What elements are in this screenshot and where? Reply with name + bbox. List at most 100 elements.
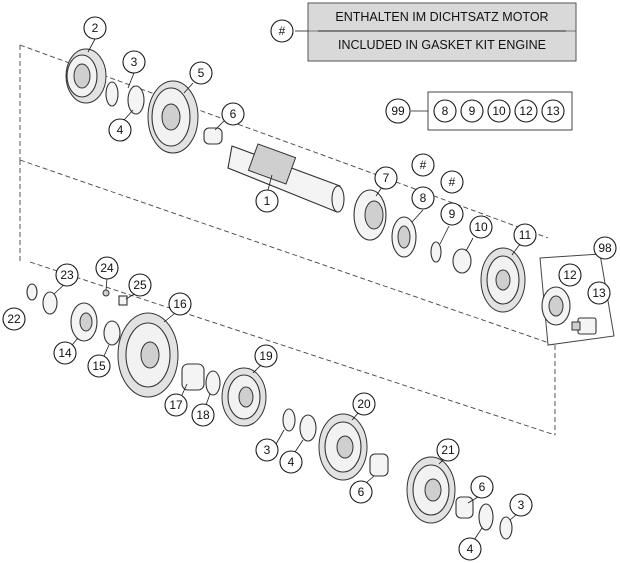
callout-22: 22 bbox=[2, 307, 26, 331]
callout-17: 17 bbox=[164, 393, 188, 417]
washer-lower-3-part bbox=[282, 408, 296, 432]
kit-98-group: 98 12 13 bbox=[539, 236, 617, 346]
svg-text:1: 1 bbox=[264, 194, 271, 208]
callout-11: 11 bbox=[513, 223, 537, 247]
gear-19-part bbox=[221, 367, 267, 427]
needle-bearing-17-part bbox=[181, 363, 205, 391]
callout-4: 4 bbox=[108, 118, 132, 142]
frame-lower-edge bbox=[29, 261, 556, 436]
svg-text:11: 11 bbox=[519, 228, 532, 242]
gear-16-part bbox=[117, 312, 179, 398]
svg-text:7: 7 bbox=[383, 171, 390, 185]
svg-text:6: 6 bbox=[358, 485, 365, 499]
kit-98-label: 98 bbox=[593, 236, 617, 260]
bearing-14-part bbox=[70, 302, 98, 342]
svg-text:99: 99 bbox=[391, 104, 405, 118]
callout-18: 18 bbox=[191, 403, 215, 427]
legend-symbol-callout: # bbox=[270, 19, 294, 43]
svg-text:19: 19 bbox=[259, 349, 273, 363]
thrust-washer-lower-4-part bbox=[299, 414, 317, 442]
svg-text:3: 3 bbox=[131, 55, 138, 69]
callout-6-lower: 6 bbox=[349, 480, 373, 504]
svg-text:10: 10 bbox=[492, 104, 506, 118]
legend-box bbox=[307, 2, 577, 62]
svg-text:6: 6 bbox=[230, 107, 237, 121]
legend-line-1: ENTHALTEN IM DICHTSATZ MOTOR bbox=[335, 10, 548, 24]
callout-16: 16 bbox=[168, 292, 192, 316]
thrust-washer-end-4-part bbox=[478, 503, 494, 531]
svg-text:#: # bbox=[279, 24, 286, 38]
kit-99-label: 99 bbox=[385, 98, 411, 124]
bushing-end-6-part bbox=[455, 496, 474, 519]
svg-text:4: 4 bbox=[467, 542, 474, 556]
svg-text:21: 21 bbox=[441, 443, 455, 457]
svg-text:22: 22 bbox=[7, 312, 21, 326]
callout-20: 20 bbox=[352, 392, 376, 416]
callout-25: 25 bbox=[128, 273, 152, 297]
svg-text:17: 17 bbox=[169, 398, 183, 412]
svg-text:#: # bbox=[449, 175, 456, 189]
washer-15-part bbox=[103, 320, 121, 346]
svg-text:98: 98 bbox=[598, 241, 612, 255]
kit-98-item: 12 bbox=[558, 263, 582, 287]
svg-text:15: 15 bbox=[92, 359, 106, 373]
callout-3-lower: 3 bbox=[255, 438, 279, 462]
callout-3: 3 bbox=[122, 50, 146, 74]
assembly-frame-outline bbox=[19, 44, 549, 239]
bushing-lower-6-part bbox=[369, 453, 389, 477]
kit-99-item: 8 bbox=[433, 99, 457, 123]
circlip-part bbox=[26, 283, 38, 301]
callout-9: 9 bbox=[440, 202, 464, 226]
kit-99-item: 13 bbox=[541, 99, 565, 123]
svg-text:9: 9 bbox=[449, 207, 456, 221]
spacer-sleeve-part bbox=[452, 248, 472, 274]
svg-text:13: 13 bbox=[592, 286, 606, 300]
svg-text:2: 2 bbox=[92, 21, 99, 35]
callout-14: 14 bbox=[53, 341, 77, 365]
kit-99-item: 10 bbox=[487, 99, 511, 123]
svg-text:4: 4 bbox=[288, 455, 295, 469]
kit-99-group: 99 8 9 10 12 13 bbox=[385, 91, 573, 131]
main-shaft-part bbox=[227, 143, 345, 213]
kit-99-item: 9 bbox=[460, 99, 484, 123]
svg-text:8: 8 bbox=[420, 191, 427, 205]
callout-10: 10 bbox=[469, 215, 493, 239]
callout-23: 23 bbox=[55, 263, 79, 287]
svg-text:9: 9 bbox=[469, 104, 476, 118]
svg-text:12: 12 bbox=[519, 104, 533, 118]
washer-part bbox=[105, 81, 119, 107]
washer-23-part bbox=[42, 291, 58, 315]
spring-25-part bbox=[118, 295, 128, 306]
callout-7: 7 bbox=[374, 166, 398, 190]
o-ring-part bbox=[430, 241, 442, 263]
svg-text:24: 24 bbox=[100, 261, 114, 275]
collar-nut-part bbox=[577, 317, 597, 335]
svg-text:8: 8 bbox=[442, 104, 449, 118]
thrust-washer-part bbox=[127, 85, 145, 115]
callout-19: 19 bbox=[254, 344, 278, 368]
sprocket-11-part bbox=[480, 247, 526, 313]
callout-24: 24 bbox=[95, 256, 119, 280]
kit-98-item: 13 bbox=[587, 281, 611, 305]
svg-text:3: 3 bbox=[264, 443, 271, 457]
frame-mid-edge bbox=[19, 159, 556, 346]
callout-3-end: 3 bbox=[509, 493, 533, 517]
svg-text:6: 6 bbox=[479, 480, 486, 494]
washer-18-part bbox=[205, 370, 221, 396]
callout-hash-8: # bbox=[411, 153, 435, 177]
callout-1: 1 bbox=[255, 189, 279, 213]
svg-text:16: 16 bbox=[173, 297, 187, 311]
callout-6: 6 bbox=[221, 102, 245, 126]
callout-21: 21 bbox=[436, 438, 460, 462]
callout-5: 5 bbox=[189, 61, 213, 85]
gear-5-part bbox=[147, 80, 199, 154]
svg-text:18: 18 bbox=[196, 408, 210, 422]
svg-text:#: # bbox=[420, 158, 427, 172]
svg-text:5: 5 bbox=[198, 66, 205, 80]
washer-end-3-part bbox=[499, 516, 513, 540]
svg-text:13: 13 bbox=[546, 104, 560, 118]
svg-text:4: 4 bbox=[117, 123, 124, 137]
gear-20-part bbox=[318, 413, 368, 481]
callout-8: 8 bbox=[411, 186, 435, 210]
kit-99-item: 12 bbox=[514, 99, 538, 123]
